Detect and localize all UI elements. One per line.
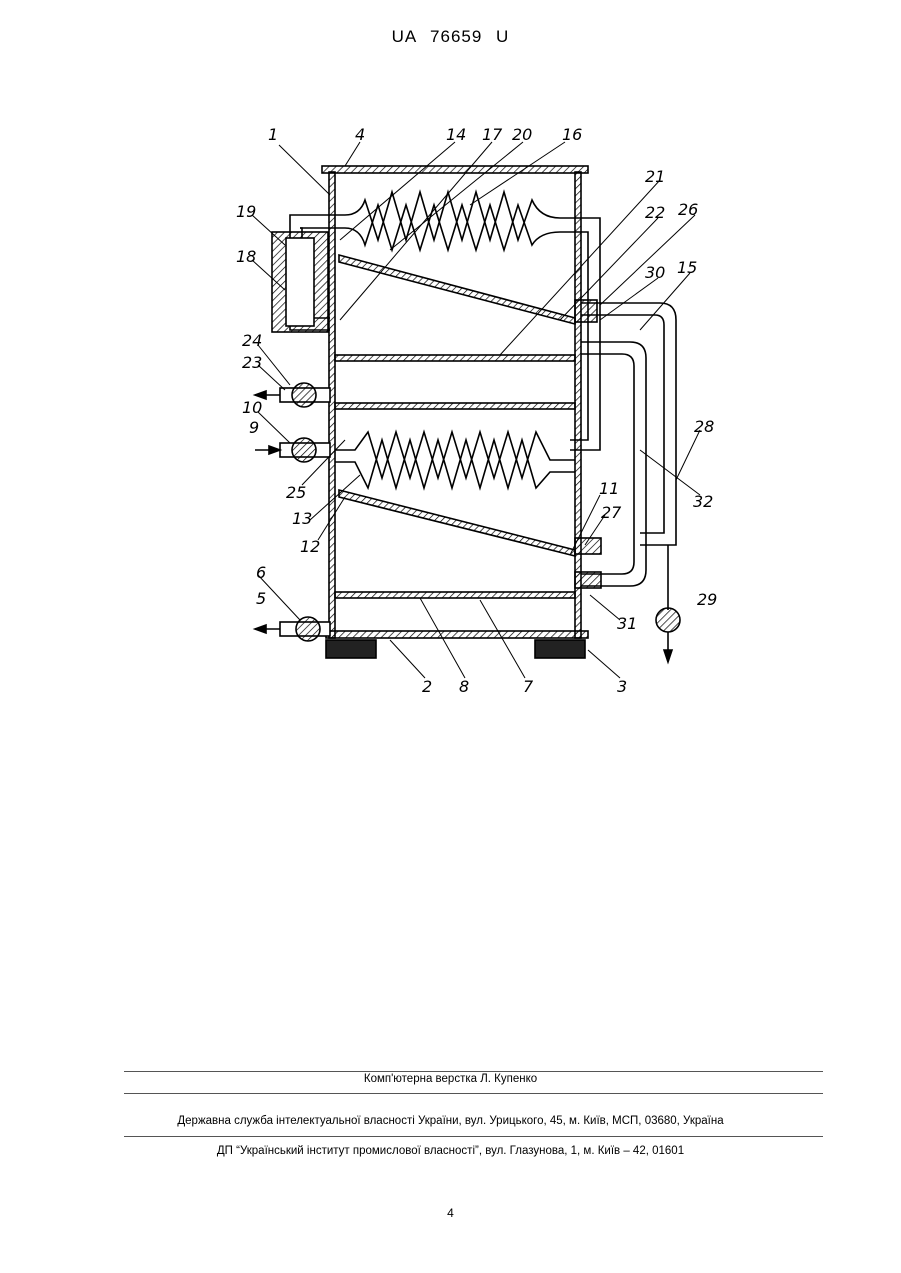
label-14: 14	[446, 125, 466, 144]
label-5: 5	[256, 589, 266, 608]
label-7: 7	[523, 677, 534, 696]
outlet-5	[255, 617, 330, 641]
housing-right-wall	[575, 172, 581, 638]
lower-coil	[335, 432, 575, 478]
label-13: 13	[292, 509, 312, 528]
label-16: 16	[562, 125, 582, 144]
agency-address: Державна служба інтелектуальної власност…	[0, 1115, 901, 1127]
foot-left	[326, 640, 376, 658]
label-4: 4	[355, 125, 365, 144]
housing-bottom	[326, 631, 588, 638]
label-17: 17	[482, 125, 503, 144]
housing-lid	[322, 166, 588, 173]
label-25: 25	[286, 483, 306, 502]
sloped-tray-lower	[339, 490, 575, 556]
fitting-right-30	[575, 300, 597, 322]
label-20: 20	[512, 125, 532, 144]
label-3: 3	[617, 677, 627, 696]
label-26: 26	[678, 200, 698, 219]
layout-credit: Комп'ютерна верстка Л. Купенко	[0, 1073, 901, 1085]
label-19: 19	[236, 202, 256, 221]
label-6: 6	[256, 563, 266, 582]
partition-upper	[335, 355, 575, 361]
outlet-23	[255, 383, 330, 407]
label-21: 21	[645, 167, 665, 186]
partition-middle	[335, 403, 575, 409]
label-30: 30	[645, 263, 665, 282]
label-9: 9	[249, 418, 259, 437]
return-pipe-28	[581, 303, 676, 545]
label-31: 31	[617, 614, 637, 633]
valve-29	[656, 608, 680, 662]
label-2: 2	[422, 677, 432, 696]
technical-drawing: 1 4 14 17 20 16 21 22 26 30 15 19 18 24 …	[0, 0, 901, 720]
label-29: 29	[697, 590, 717, 609]
fitting-right-31	[575, 572, 601, 588]
label-18: 18	[236, 247, 256, 266]
inlet-9	[255, 438, 330, 462]
footer-rule-2	[124, 1093, 823, 1094]
label-28: 28	[694, 417, 714, 436]
upper-coil	[300, 192, 600, 450]
footer-rule-3	[124, 1136, 823, 1137]
housing-left-wall	[329, 172, 335, 638]
label-15: 15	[677, 258, 697, 277]
sloped-tray-upper	[339, 255, 575, 324]
partition-lower	[335, 592, 575, 598]
label-8: 8	[459, 677, 469, 696]
label-12: 12	[300, 537, 320, 556]
label-10: 10	[242, 398, 262, 417]
label-1: 1	[268, 125, 278, 144]
institute-address: ДП “Український інститут промислової вла…	[0, 1145, 901, 1157]
foot-right	[535, 640, 585, 658]
label-27: 27	[601, 503, 622, 522]
label-22: 22	[645, 203, 665, 222]
label-23: 23	[242, 353, 262, 372]
label-11: 11	[599, 479, 619, 498]
label-24: 24	[242, 331, 262, 350]
label-32: 32	[693, 492, 713, 511]
page-number: 4	[0, 1206, 901, 1220]
footer-rule-1	[124, 1071, 823, 1072]
